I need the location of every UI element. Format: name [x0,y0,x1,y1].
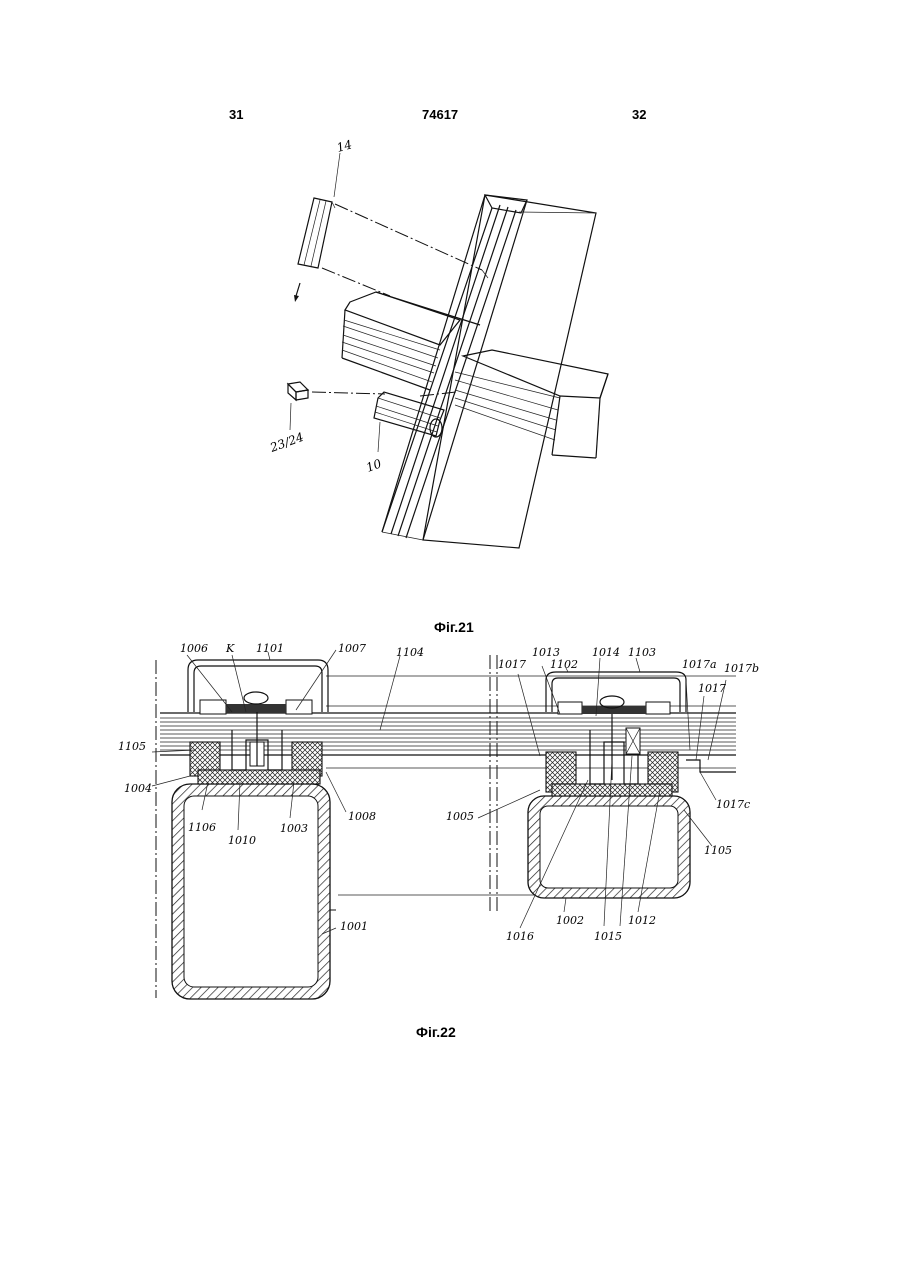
vertical-mullion [382,195,596,548]
label-1102: 1102 [550,658,578,671]
label-14: 14 [335,137,353,154]
label-1002: 1002 [556,914,584,927]
mullion-1001 [172,784,330,999]
figure-21-drawing [288,153,608,548]
label-k: K [225,642,235,655]
label-1004: 1004 [124,782,152,795]
pressure-cap-1102 [546,672,686,714]
figure-21-caption: Фіг.21 [434,619,474,635]
label-1010: 1010 [228,834,256,847]
label-1014: 1014 [592,646,620,659]
label-1017b: 1017b [724,662,759,675]
figure-22-caption: Фіг.22 [416,1024,456,1040]
part-14-strip [294,198,335,302]
label-1105-left: 1105 [118,740,146,753]
mullion-1002 [528,796,690,898]
label-1017-top-left: 1017 [498,658,526,671]
figure-22-drawing [152,650,736,999]
transom-right [455,350,608,458]
label-1101: 1101 [256,642,284,655]
label-1017-right: 1017 [698,682,726,695]
pressure-cap-1101 [188,660,328,714]
label-1012: 1012 [628,914,656,927]
label-1008: 1008 [348,810,376,823]
label-1105-right: 1105 [704,844,732,857]
label-1106: 1106 [188,821,216,834]
label-23-24: 23/24 [267,430,305,455]
part-23-24-block [288,382,308,400]
label-1015: 1015 [594,930,622,943]
label-1017a: 1017a [682,658,717,671]
label-1005: 1005 [446,810,474,823]
label-10: 10 [364,456,383,475]
label-1104: 1104 [396,646,424,659]
label-1103: 1103 [628,646,656,659]
label-1017c: 1017c [716,798,750,811]
label-1007: 1007 [338,642,366,655]
seal-left-1004 [190,712,322,784]
label-1006: 1006 [180,642,208,655]
label-1003: 1003 [280,822,308,835]
label-1001: 1001 [340,920,368,933]
label-1016: 1016 [506,930,534,943]
